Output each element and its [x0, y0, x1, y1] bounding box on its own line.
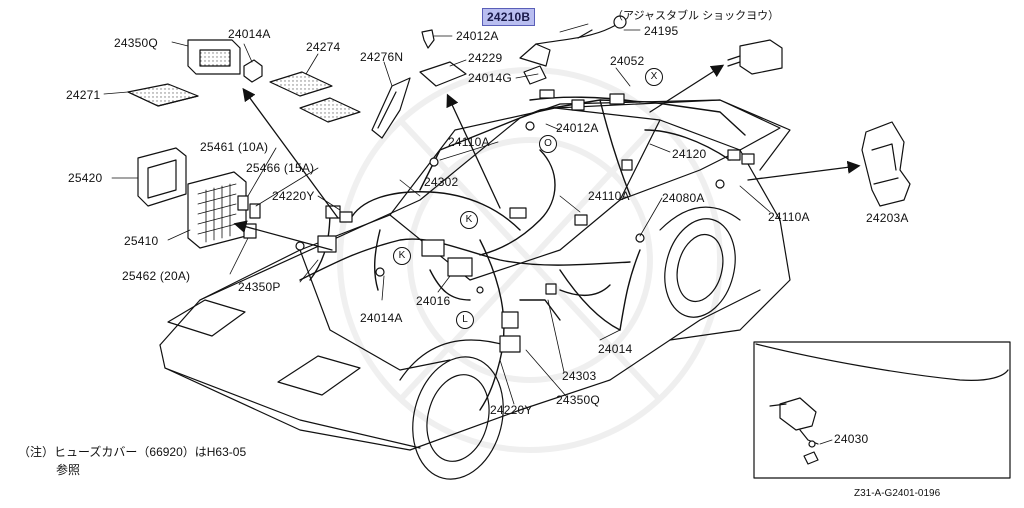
part-label-24276n[interactable]: 24276N — [360, 50, 404, 64]
part-label-24014g[interactable]: 24014G — [468, 71, 512, 85]
harness-main — [299, 96, 746, 411]
fuses-shape — [237, 195, 261, 239]
part-label-24012a-mid[interactable]: 24012A — [556, 121, 599, 135]
part-24203a-shape — [861, 121, 911, 207]
part-label-24080a[interactable]: 24080A — [662, 191, 705, 205]
part-24210b-shape — [519, 15, 627, 67]
part-relay-shape — [727, 39, 783, 75]
footnote-line-1: （注）ヒューズカバー（66920）はH63-05 — [18, 445, 247, 459]
part-label-24014a-bottom[interactable]: 24014A — [360, 311, 403, 325]
part-label-24030[interactable]: 24030 — [834, 432, 869, 446]
part-label-24274[interactable]: 24274 — [306, 40, 341, 54]
part-label-24120[interactable]: 24120 — [672, 147, 707, 161]
callout-o: O — [539, 135, 557, 153]
part-label-24012a-top[interactable]: 24012A — [456, 29, 499, 43]
part-label-24195[interactable]: 24195 — [644, 24, 679, 38]
part-label-24110a-left[interactable]: 24110A — [448, 135, 490, 149]
part-label-25410[interactable]: 25410 — [124, 234, 159, 248]
part-label-24220y-bottom[interactable]: 24220Y — [490, 403, 533, 417]
part-label-24350p[interactable]: 24350P — [238, 280, 281, 294]
part-label-24350q-top[interactable]: 24350Q — [114, 36, 158, 50]
part-label-25466[interactable]: 25466 (15A) — [246, 161, 315, 175]
part-label-24350q-bottom[interactable]: 24350Q — [556, 393, 600, 407]
part-label-24220y-top[interactable]: 24220Y — [272, 189, 315, 203]
part-label-24014[interactable]: 24014 — [598, 342, 633, 356]
part-24012a-top-shape — [421, 29, 435, 49]
adjustable-shock-note: （アジャスタブル ショックヨウ） — [612, 10, 780, 22]
part-label-24052[interactable]: 24052 — [610, 54, 645, 68]
part-label-25461[interactable]: 25461 (10A) — [200, 140, 269, 154]
callout-x: X — [645, 68, 663, 86]
part-label-24210b-selected[interactable]: 24210B — [482, 8, 536, 26]
callout-k-1: K — [460, 211, 478, 229]
part-25420-shape — [137, 147, 187, 207]
figure-code: Z31-A-G2401-0196 — [854, 488, 941, 499]
part-label-24303[interactable]: 24303 — [562, 369, 597, 383]
part-24229-shape — [419, 61, 467, 87]
part-label-24229[interactable]: 24229 — [468, 51, 503, 65]
part-25410-shape — [187, 171, 247, 249]
part-label-24110a-mid[interactable]: 24110A — [588, 189, 630, 203]
footnote-line-2: 参照 — [56, 463, 81, 477]
arrows — [233, 64, 861, 251]
part-label-25420[interactable]: 25420 — [68, 171, 103, 185]
part-label-24271[interactable]: 24271 — [66, 88, 101, 102]
part-label-24016[interactable]: 24016 — [416, 294, 451, 308]
part-24271-shape — [127, 83, 199, 107]
part-label-24014a-top[interactable]: 24014A — [228, 27, 271, 41]
part-24350q-top-shape — [187, 39, 241, 75]
inset-detail — [753, 341, 1011, 479]
part-24014a-top-shape — [243, 59, 263, 83]
part-24014g-shape — [523, 65, 547, 85]
callout-l: L — [456, 311, 474, 329]
part-24274-shape — [269, 71, 361, 123]
part-label-25462[interactable]: 25462 (20A) — [122, 269, 191, 283]
part-label-24203a[interactable]: 24203A — [866, 211, 909, 225]
part-label-24302[interactable]: 24302 — [424, 175, 459, 189]
part-label-24110a-right[interactable]: 24110A — [768, 210, 810, 224]
callout-k-2: K — [393, 247, 411, 265]
part-24276n-shape — [371, 77, 411, 139]
leader-lines — [103, 23, 771, 405]
